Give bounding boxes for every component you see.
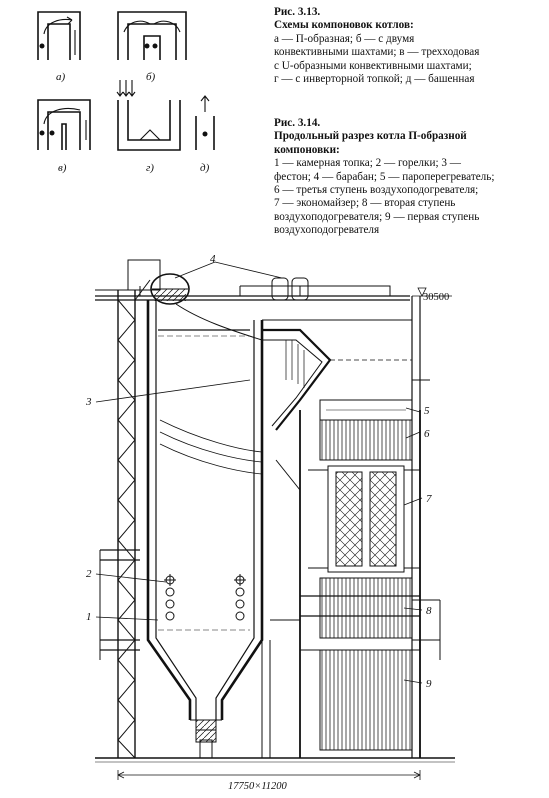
scheme-label-a: а) xyxy=(56,71,66,83)
callout-8: 8 xyxy=(426,605,432,617)
figure-3-14-title: Рис. 3.14. xyxy=(274,117,321,129)
figure-3-13-caption: Рис. 3.13. Схемы компоновок котлов: а — … xyxy=(274,6,544,86)
figure-3-14-line: воздухоподогревателя xyxy=(274,224,380,237)
figure-3-13-line: а — П-образная; б — с двумя xyxy=(274,32,415,45)
convective-shaft xyxy=(299,399,421,758)
elevation-label: 30500 xyxy=(423,292,449,303)
figure-3-14-line: 6 — третья ступень воздухоподогревателя; xyxy=(274,184,479,197)
figure-3-14-subtitle-1: Продольный разрез котла П-образной xyxy=(274,130,467,143)
figure-3-14-subtitle-2: компоновки: xyxy=(274,143,340,156)
callout-3: 3 xyxy=(85,396,92,408)
figure-3-14-caption: Рис. 3.14. Продольный разрез котла П-обр… xyxy=(274,117,544,238)
figure-3-13-line: с U-образными конвективными шахтами; xyxy=(274,59,472,72)
scheme-label-b: б) xyxy=(146,71,156,83)
scheme-b xyxy=(117,11,187,60)
scheme-a xyxy=(37,11,81,60)
scheme-label-d: г) xyxy=(146,162,154,174)
figure-3-13-line: г — с инверторной топкой; д — башенная xyxy=(274,73,475,86)
figure-3-13-subtitle: Схемы компоновок котлов: xyxy=(274,19,414,32)
scheme-d xyxy=(116,80,181,151)
boiler-layout-schemes: а) б) в) г) д) xyxy=(37,11,215,174)
headers-4 xyxy=(260,277,320,301)
figure-3-13-line: конвективными шахтами; в — трехходовая xyxy=(274,46,480,59)
figure-3-14-line: воздухоподогревателя; 9 — первая ступень xyxy=(274,210,480,223)
furnace-chamber xyxy=(146,300,264,759)
callout-6: 6 xyxy=(424,428,430,440)
callout-9: 9 xyxy=(426,678,432,690)
scheme-label-e: д) xyxy=(200,162,210,174)
steel-frame-left xyxy=(95,259,161,759)
scheme-e xyxy=(195,95,215,150)
figure-3-14-line: 1 — камерная топка; 2 — горелки; 3 — xyxy=(274,157,461,170)
figure-3-14-line: 7 — экономайзер; 8 — вторая ступень xyxy=(274,197,456,210)
callout-5: 5 xyxy=(424,405,430,417)
callout-2: 2 xyxy=(86,568,92,580)
figure-3-14-line: фестон; 4 — барабан; 5 — пароперегревате… xyxy=(274,170,495,183)
figure-3-13-title: Рис. 3.13. xyxy=(274,6,321,18)
dimension-label: 17750×11200 xyxy=(228,781,288,792)
callout-4: 4 xyxy=(210,253,216,265)
drum xyxy=(150,273,190,305)
callout-7: 7 xyxy=(426,493,432,505)
burners xyxy=(164,574,246,621)
scheme-label-c: в) xyxy=(58,162,67,174)
scheme-c xyxy=(37,99,91,150)
callout-1: 1 xyxy=(86,611,92,623)
